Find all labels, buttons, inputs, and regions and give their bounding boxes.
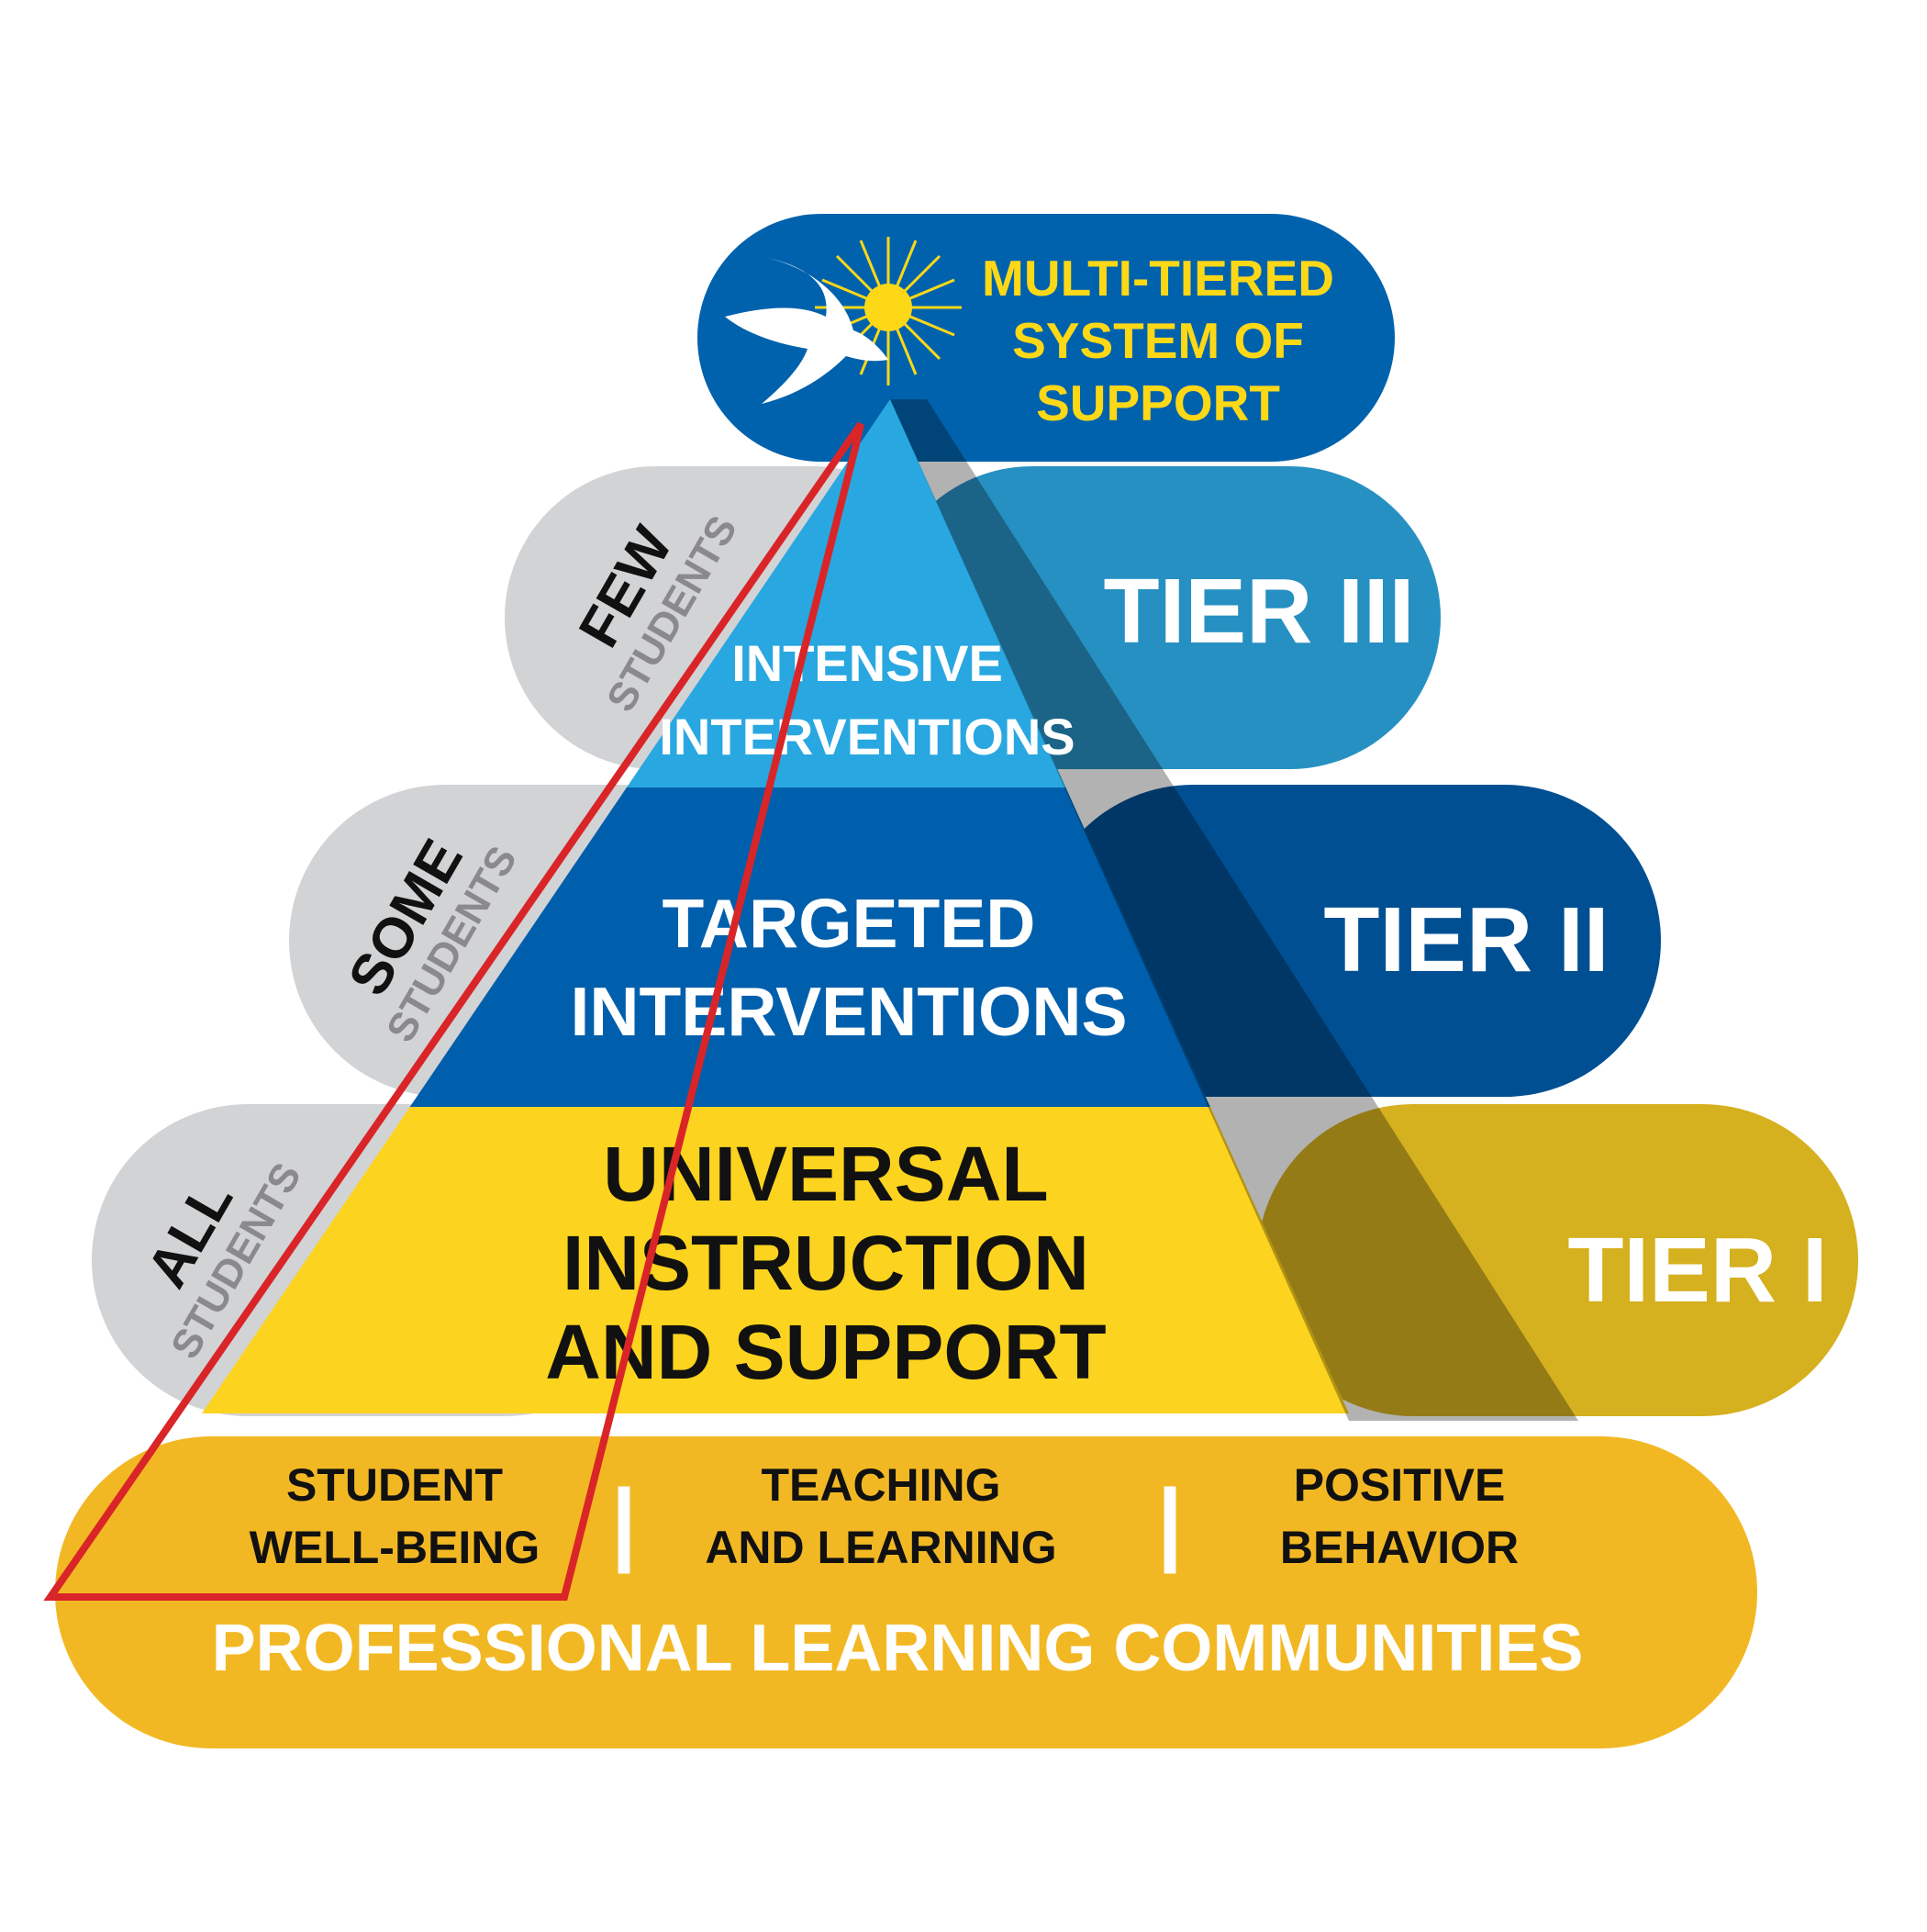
- header-pill: [697, 214, 1395, 462]
- tier2-content-line-2: INTERVENTIONS: [570, 973, 1127, 1050]
- pillar-separator-2: |: [1157, 1470, 1183, 1574]
- tier3-content: INTENSIVE INTERVENTIONS: [659, 634, 1075, 765]
- tier1-band: [1257, 1104, 1858, 1416]
- tier2-label: TIER II: [1323, 888, 1609, 991]
- highlight-outline: [43, 421, 864, 1601]
- dove-sun-icon: [725, 237, 962, 404]
- tier3-label: TIER III: [1104, 560, 1415, 663]
- pillar-teaching-learning-line-2: AND LEARNING: [705, 1522, 1056, 1573]
- tier1-pyramid-section: [202, 1107, 1349, 1413]
- tier1-content-line-3: AND SUPPORT: [545, 1309, 1106, 1395]
- tier3-content-line-1: INTENSIVE: [731, 634, 1003, 692]
- header-title-line-2: SYSTEM OF: [1012, 312, 1304, 369]
- foundation-pillars: STUDENT WELL-BEING TEACHING AND LEARNING…: [250, 1459, 1519, 1573]
- tier1-label: TIER I: [1567, 1219, 1827, 1322]
- pillar-teaching-learning-line-1: TEACHING: [761, 1459, 1000, 1511]
- header-title-line-1: MULTI-TIERED: [982, 250, 1334, 307]
- header-title: MULTI-TIERED SYSTEM OF SUPPORT: [982, 250, 1334, 431]
- pillar-student-wellbeing-line-2: WELL-BEING: [250, 1522, 540, 1573]
- tier2-content-line-1: TARGETED: [663, 885, 1036, 962]
- pillar-separator-1: |: [611, 1470, 637, 1574]
- pillar-positive-behavior-line-1: POSITIVE: [1294, 1459, 1506, 1511]
- tier3-content-line-2: INTERVENTIONS: [659, 708, 1075, 765]
- pyramid-shadow: [890, 399, 1578, 1421]
- foundation-band: [55, 1436, 1757, 1748]
- header-title-line-3: SUPPORT: [1036, 374, 1280, 431]
- tier2-content: TARGETED INTERVENTIONS: [570, 885, 1127, 1050]
- pillar-positive-behavior-line-2: BEHAVIOR: [1280, 1522, 1519, 1573]
- tier2-band: [1037, 785, 1661, 1097]
- tier1-content: UNIVERSAL INSTRUCTION AND SUPPORT: [545, 1131, 1106, 1395]
- foundation-base-label: PROFESSIONAL LEARNING COMMUNITIES: [212, 1612, 1584, 1685]
- pillar-student-wellbeing-line-1: STUDENT: [286, 1459, 503, 1511]
